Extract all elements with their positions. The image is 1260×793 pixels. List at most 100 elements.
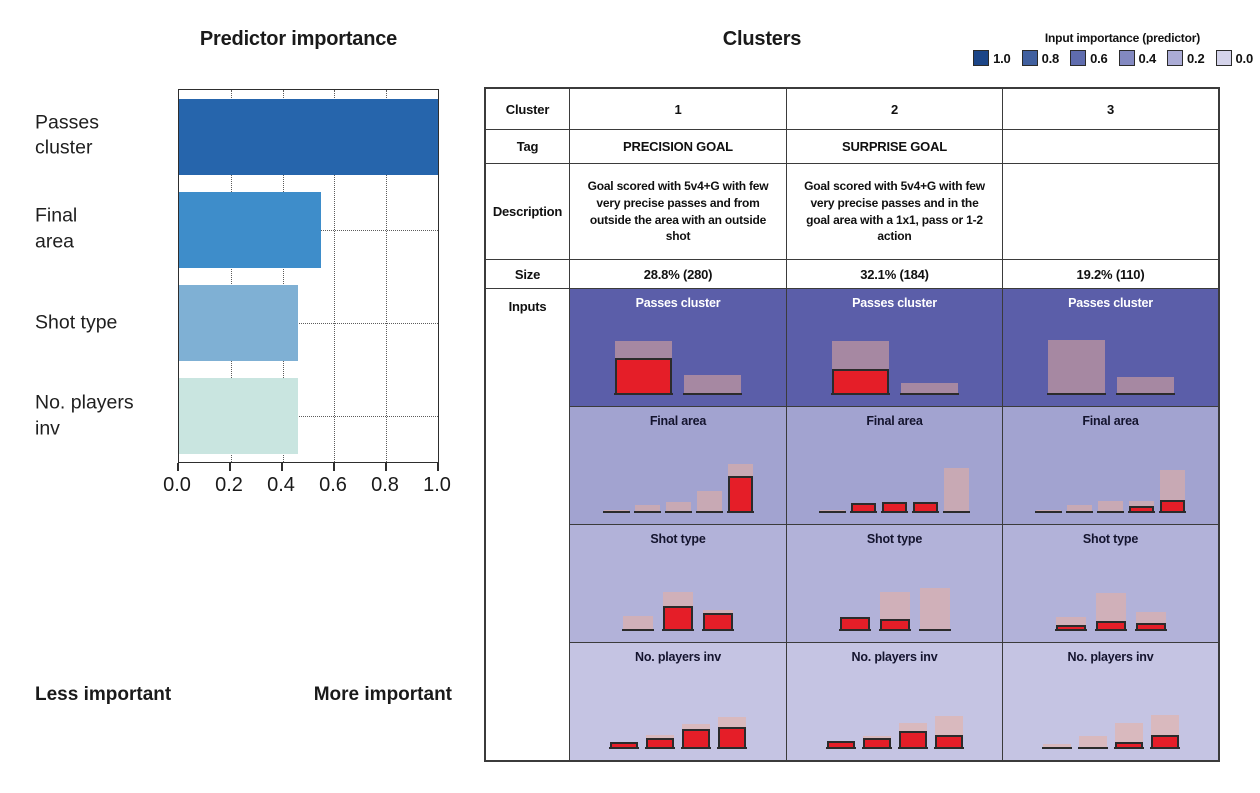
overall-bar [1055, 617, 1086, 629]
cluster-bar [663, 605, 693, 631]
legend-swatch [1215, 50, 1232, 66]
predictor-importance-title: Predictor importance [199, 28, 398, 50]
input-panel-title: Shot type [650, 532, 706, 546]
mini-bar-category [726, 435, 754, 513]
bar-row [179, 369, 438, 462]
mini-bar-category [645, 671, 675, 749]
legend-entry-label: 1.0 [993, 50, 1011, 66]
overall-bar [684, 374, 741, 393]
mini-bar-category [1113, 671, 1144, 749]
mini-bar-category [695, 435, 723, 513]
cluster-bar [826, 740, 855, 749]
legend-entry: 0.6 [1070, 50, 1108, 66]
overall-bar [944, 468, 969, 511]
gridline-vertical [334, 90, 336, 462]
input-panel-title: Shot type [1082, 532, 1139, 546]
input-panel-shot-type: Shot type [1003, 525, 1218, 643]
distribution-mini-chart [570, 435, 786, 513]
mini-bar-category [912, 435, 939, 513]
category-label-line: Shot type [35, 311, 118, 334]
x-axis-tick [229, 463, 231, 471]
mini-bar-category [1094, 553, 1127, 631]
input-panel-title: Final area [1082, 414, 1139, 428]
predictor-importance-plot [178, 89, 439, 463]
distribution-mini-chart [787, 435, 1002, 513]
input-panel-passes-cluster: Passes cluster [570, 289, 786, 407]
category-label-line: area [35, 230, 75, 253]
x-axis-tick-label: 0.8 [371, 474, 399, 496]
distribution-mini-chart [1003, 317, 1218, 395]
cluster-size: 19.2% (110) [1003, 260, 1218, 289]
gridline-vertical [282, 90, 284, 462]
mini-bar-category [1035, 435, 1062, 513]
cluster-bar [1114, 742, 1143, 749]
x-axis-tick-label: 0.2 [215, 474, 243, 496]
distribution-mini-chart [1003, 553, 1218, 631]
category-label-line: inv [35, 417, 60, 440]
category-label: Final area [35, 204, 175, 255]
input-panel-title: Final area [649, 414, 707, 428]
cluster-bar [831, 368, 889, 395]
mini-bar-category [633, 435, 661, 513]
mini-bar-category [899, 317, 959, 395]
input-panel-title: Passes cluster [852, 296, 937, 310]
mini-bar-category [1128, 435, 1155, 513]
mini-bar-category [602, 435, 630, 513]
bar-row [179, 90, 438, 183]
category-baseline [943, 511, 970, 513]
x-axis-tick [333, 463, 335, 471]
gridline-horizontal [179, 415, 438, 417]
gridline-vertical [230, 90, 232, 462]
overall-bar [696, 491, 722, 511]
mini-bar-category [943, 435, 970, 513]
input-panel-title: No. players inv [1067, 650, 1154, 664]
category-label-line: Final [35, 204, 78, 227]
category-baseline [1077, 747, 1108, 749]
cluster-bar [839, 617, 870, 631]
mini-bar-category [830, 317, 890, 395]
mini-bar-category [1149, 671, 1180, 749]
cluster-bar [879, 618, 910, 631]
mini-bar-category [681, 671, 711, 749]
mini-bar-category [819, 435, 846, 513]
cluster-bar [610, 742, 638, 749]
x-axis-tick [281, 463, 283, 471]
mini-bar-category [614, 317, 673, 395]
gridline-vertical [386, 90, 388, 462]
importance-bar-shot-type [179, 284, 299, 361]
legend-swatch [1167, 50, 1184, 66]
x-axis-tick-label: 0.0 [163, 474, 191, 496]
overall-bar [820, 510, 845, 511]
cluster-size: 28.8% (280) [570, 260, 787, 289]
row-label-tag: Tag [486, 130, 570, 164]
input-panel-passes-cluster: Passes cluster [787, 289, 1002, 407]
input-panel-no-players-inv: No. players inv [787, 643, 1002, 760]
cluster-bar [1095, 621, 1126, 631]
category-baseline [819, 511, 846, 513]
x-axis-tick [177, 463, 179, 471]
distribution-mini-chart [570, 553, 786, 631]
mini-bar-category [918, 553, 951, 631]
cluster-size: 32.1% (184) [787, 260, 1003, 289]
mini-bar-category [1066, 435, 1093, 513]
overall-bar [1078, 735, 1107, 747]
input-panel-title: Passes cluster [1068, 296, 1153, 310]
input-panel-title: No. players inv [635, 650, 721, 664]
legend-entry-label: 0.6 [1090, 50, 1108, 66]
row-label-size: Size [486, 260, 570, 289]
cluster-bar [882, 501, 907, 513]
category-baseline [622, 629, 654, 631]
mini-bar-category [850, 435, 877, 513]
input-panel-shot-type: Shot type [570, 525, 786, 643]
legend-swatch [1070, 50, 1087, 66]
mini-bar-category [1159, 435, 1186, 513]
category-label: Shot type [35, 310, 175, 335]
mini-bar-category [662, 553, 694, 631]
legend-entry-label: 0.8 [1041, 50, 1060, 66]
